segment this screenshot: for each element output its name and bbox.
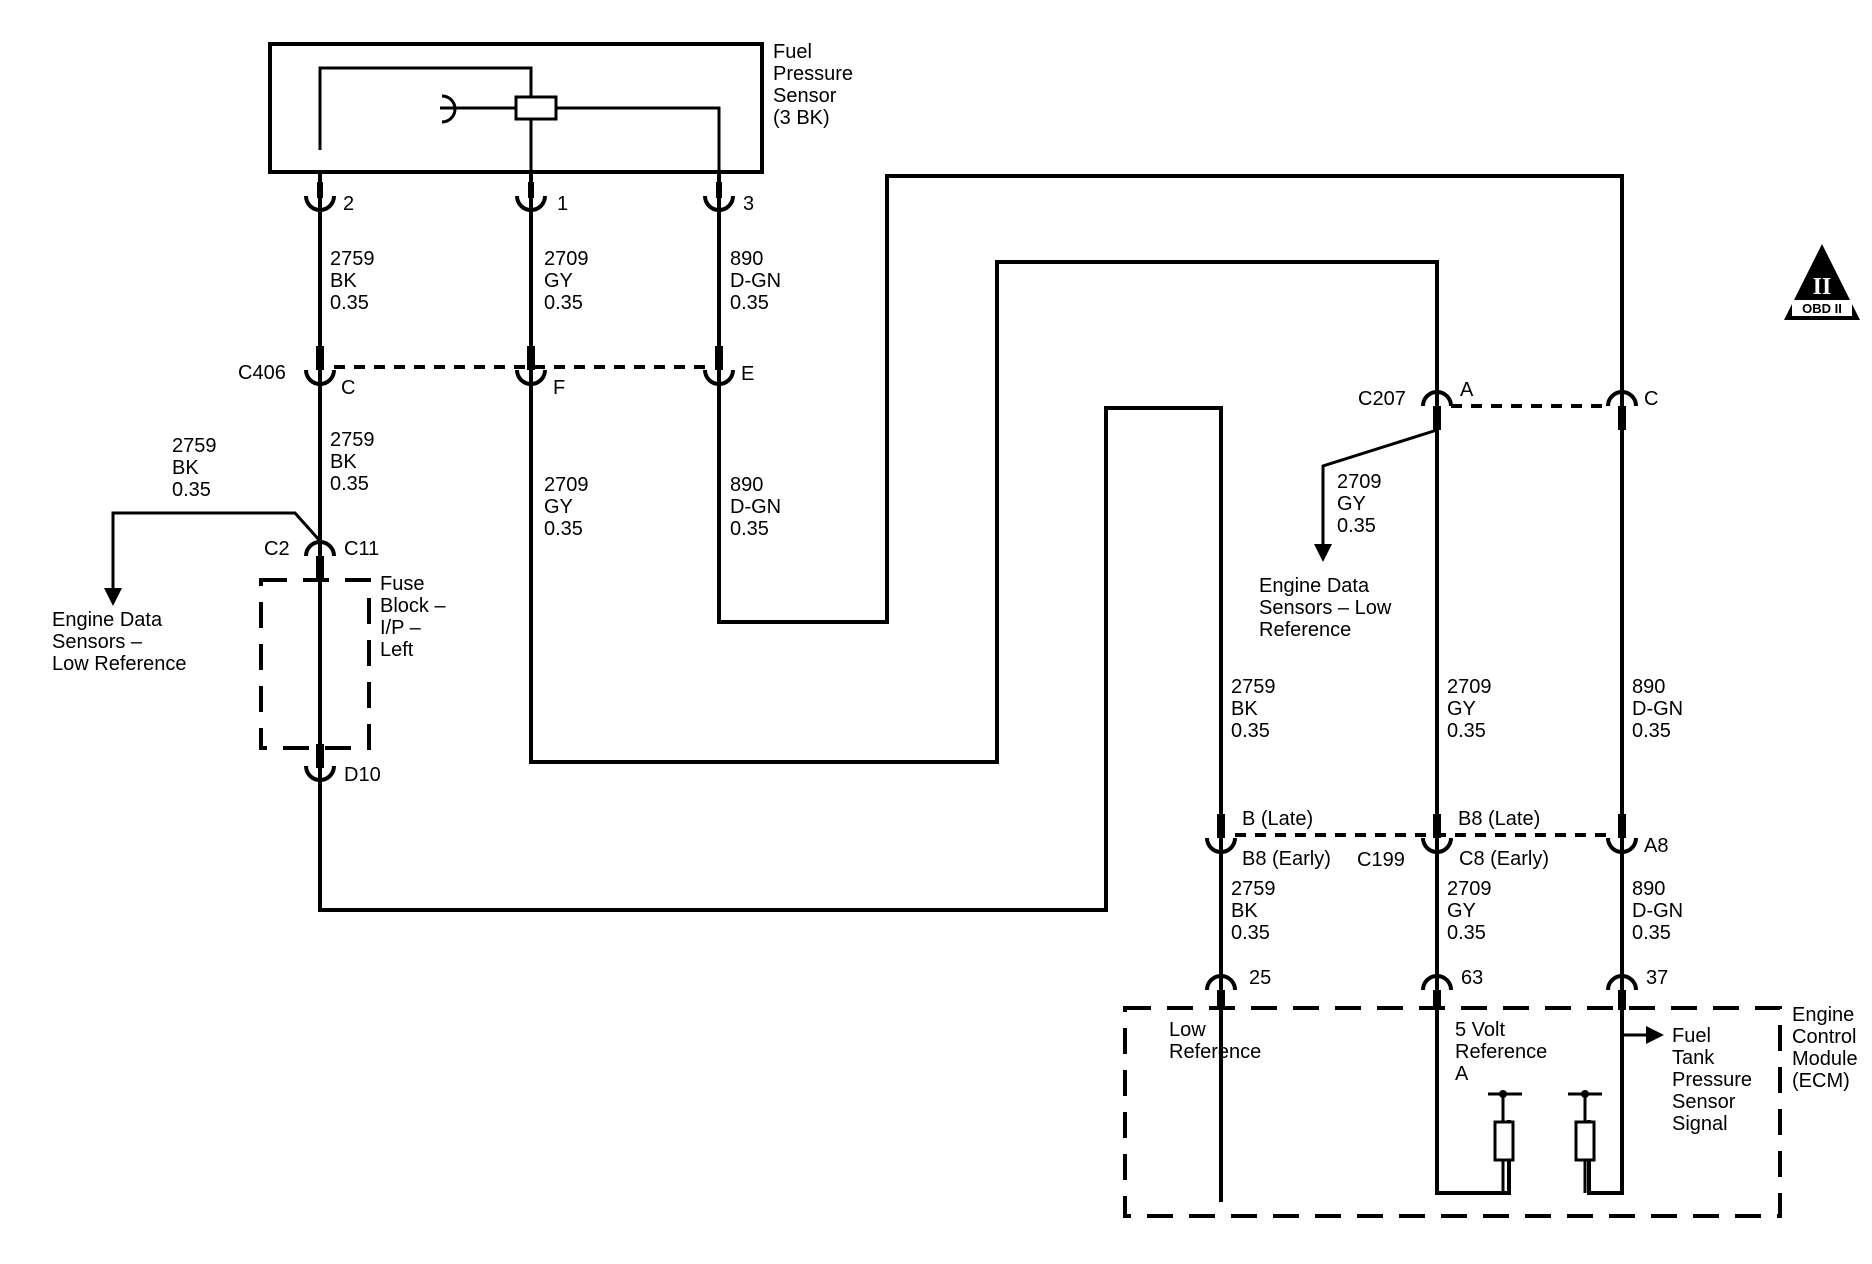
c207-pin-a: A: [1460, 379, 1474, 401]
c406-pin-c: C: [341, 377, 355, 399]
ecm-internal-circuit: [1488, 1026, 1664, 1193]
c199-pin-a8: A8: [1644, 835, 1668, 857]
ecm-low-reference: Low Reference: [1169, 1019, 1261, 1063]
sensor-label: Fuel Pressure Sensor (3 BK): [773, 41, 859, 129]
c199-pin-b8-early: B8 (Early): [1242, 848, 1331, 870]
engine-data-ref-left: Engine Data Sensors – Low Reference: [52, 609, 187, 675]
obd-ii-badge: II OBD II: [1784, 244, 1860, 320]
branch-c2: [104, 511, 322, 606]
connector-c11: [304, 540, 336, 580]
ecm-pin-63: 63: [1461, 967, 1483, 989]
connector-c207: [1421, 390, 1638, 430]
obd-numeral: II: [1813, 274, 1832, 300]
branch-c207: [1314, 428, 1438, 562]
ecm-box: [1123, 1006, 1782, 1218]
c199-label: C199: [1357, 849, 1405, 871]
fuel-pressure-sensor: [268, 42, 764, 174]
c207-label: C207: [1358, 388, 1406, 410]
connector-c199: [1205, 814, 1638, 854]
d10-label: D10: [344, 764, 381, 786]
c406-label: C406: [238, 362, 286, 384]
connector-d10: [304, 744, 336, 782]
pin-2: 2: [343, 193, 354, 215]
ecm-title: Engine Control Module (ECM): [1792, 1004, 1863, 1092]
ecm-resistor-b: [1574, 1120, 1596, 1162]
pin-3: 3: [743, 193, 754, 215]
c199-pin-c8-early: C8 (Early): [1459, 848, 1549, 870]
wire-890-dgn-path: [717, 172, 1624, 1195]
connector-ecm: [1205, 974, 1638, 1010]
engine-data-ref-right: Engine Data Sensors – Low Reference: [1259, 575, 1397, 641]
c11-label: C11: [344, 538, 379, 560]
wire-2759-bk-path: [318, 172, 1223, 1202]
obd-label: OBD II: [1802, 301, 1842, 316]
sensor-resistor: [514, 95, 558, 121]
wire-2709-gy-path: [529, 172, 1511, 1195]
connector-sensor: [304, 182, 735, 212]
c406-pin-f: F: [553, 377, 565, 399]
ecm-resistor-a: [1493, 1120, 1515, 1162]
ecm-pin-37: 37: [1646, 967, 1668, 989]
connector-c406: [304, 346, 735, 386]
fuse-block-box: [259, 578, 371, 750]
c207-pin-c: C: [1644, 388, 1658, 410]
c199-pin-b8-late: B8 (Late): [1458, 808, 1540, 830]
c2-label: C2: [264, 538, 290, 560]
ecm-pin-25: 25: [1249, 967, 1271, 989]
c199-pin-b-late: B (Late): [1242, 808, 1313, 830]
pin-1: 1: [557, 193, 568, 215]
c406-pin-e: E: [741, 363, 754, 385]
fuse-block-label: Fuse Block – I/P – Left: [380, 573, 451, 661]
ecm-5v-reference: 5 Volt Reference A: [1455, 1019, 1553, 1085]
ecm-signal-label: Fuel Tank Pressure Sensor Signal: [1672, 1025, 1758, 1135]
